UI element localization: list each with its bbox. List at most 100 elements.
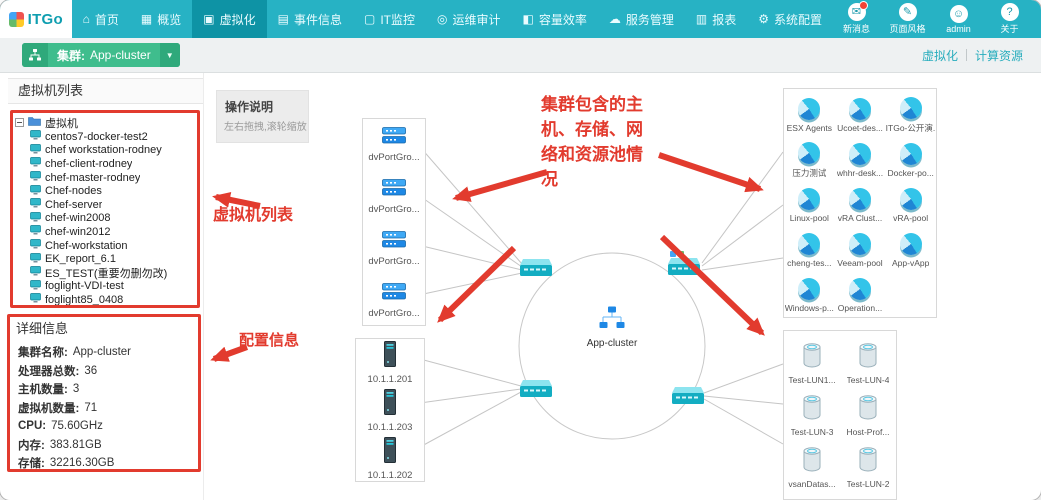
resource-pool-icon xyxy=(848,188,871,210)
nav-menu-item[interactable]: ▢ IT监控 xyxy=(353,0,426,38)
nav-item-label: IT监控 xyxy=(380,12,415,27)
resource-pool-item[interactable]: Operation... xyxy=(835,273,886,317)
nav-item-icon: ▦ xyxy=(140,12,153,26)
nav-menu-item[interactable]: ◧ 容量效率 xyxy=(511,0,597,38)
nav-item-label: 运维审计 xyxy=(452,12,501,27)
datastore-cylinder-icon xyxy=(858,342,878,373)
resource-pool-icon xyxy=(899,188,922,210)
portgroup-item[interactable]: dvPortGro... xyxy=(363,223,425,275)
detail-label: 虚拟机数量: xyxy=(18,402,80,415)
vm-tree-item[interactable]: chef-win2012 xyxy=(15,225,197,239)
nav-menu-item[interactable]: ☁ 服务管理 xyxy=(598,0,685,38)
nav-menu-item[interactable]: ⌂ 首页 xyxy=(72,0,130,38)
annotation-vm-list-label: 虚拟机列表 xyxy=(213,207,294,224)
storage-item[interactable] xyxy=(784,493,840,499)
nav-utility-button[interactable]: ✎ 页面风格 xyxy=(884,3,931,35)
resource-pool-item[interactable]: Windows-p... xyxy=(784,273,835,317)
storage-item[interactable]: Host-Prof... xyxy=(840,389,896,441)
detail-rows: 集群名称: App-cluster 处理器总数: 36 主机数量: 3 虚拟机数… xyxy=(18,343,198,473)
vm-tree-item[interactable]: centos7-docker-test2 xyxy=(15,130,197,144)
vm-icon xyxy=(30,225,41,238)
nav-utility-button[interactable]: ✉ 新消息 xyxy=(833,1,880,35)
storage-item[interactable]: Test-LUN-4 xyxy=(840,337,896,389)
datastore-label: Test-LUN-3 xyxy=(790,426,834,437)
breadcrumb-compute-resource[interactable]: 计算资源 xyxy=(974,48,1023,63)
resource-pool-label: vRA-pool xyxy=(893,213,929,223)
vm-tree-item[interactable]: foglight-VDI-test xyxy=(15,279,197,294)
vm-tree-item[interactable]: foglight85_0408 xyxy=(15,293,197,307)
resource-pool-label: Linux-pool xyxy=(789,213,829,223)
breadcrumb-virtualization[interactable]: 虚拟化 xyxy=(921,48,958,63)
detail-value: 71 xyxy=(84,401,98,414)
cluster-node-label: App-cluster xyxy=(586,338,638,349)
vm-tree-item[interactable]: Chef-workstation xyxy=(15,239,197,253)
detail-value: 3 xyxy=(72,383,80,396)
nav-item-label: 概览 xyxy=(157,12,182,27)
cluster-node[interactable]: App-cluster xyxy=(578,306,646,349)
chevron-down-icon: ▼ xyxy=(159,43,180,67)
network-switch-icon[interactable] xyxy=(518,377,554,401)
nav-utility-button[interactable]: ? 关于 xyxy=(986,3,1033,35)
vm-list-title: 虚拟机列表 xyxy=(8,78,203,104)
nav-menu-item[interactable]: ▦ 概览 xyxy=(130,0,192,38)
network-switch-icon[interactable] xyxy=(670,384,706,408)
vm-tree-item[interactable]: ES_TEST(重要勿删勿改) xyxy=(15,266,197,280)
portgroup-item[interactable]: dvPortGro... xyxy=(363,171,425,223)
storage-item[interactable]: Test-LUN1... xyxy=(784,337,840,389)
vm-tree-root[interactable]: 虚拟机 xyxy=(15,115,197,130)
nav-utility-button[interactable]: ☺ admin xyxy=(935,4,982,34)
distributed-switch-icon[interactable] xyxy=(666,251,702,279)
nav-menu-item[interactable]: ⚙ 系统配置 xyxy=(747,0,833,38)
resource-pool-item[interactable]: Docker-po... xyxy=(885,138,936,183)
storage-item[interactable]: Test-LUN-3 xyxy=(784,389,840,441)
detail-label: 内存: xyxy=(18,439,45,452)
resource-pool-item[interactable]: Linux-pool xyxy=(784,183,835,228)
network-switch-icon[interactable] xyxy=(518,256,554,280)
resource-pool-item[interactable]: ESX Agents xyxy=(784,93,835,138)
vm-tree-item[interactable]: chef-master-rodney xyxy=(15,171,197,185)
vm-tree-item[interactable]: Chef-nodes xyxy=(15,184,197,198)
vm-tree-item[interactable]: chef-win2008 xyxy=(15,212,197,226)
nav-item-label: 首页 xyxy=(94,12,119,27)
datastore-label: Test-LUN-4 xyxy=(846,374,890,385)
resource-pool-label: whhr-desk... xyxy=(836,168,884,178)
host-item[interactable]: 10.1.1.201 xyxy=(356,339,424,387)
vm-name: foglight-VDI-test xyxy=(45,280,124,293)
cluster-selector[interactable]: 集群: App-cluster ▼ xyxy=(22,43,180,67)
folder-icon xyxy=(28,116,41,129)
nav-menu-item[interactable]: ▥ 报表 xyxy=(685,0,747,38)
resource-pool-item[interactable]: Veeam-pool xyxy=(835,228,886,273)
resource-pool-label: Ucoet-des... xyxy=(837,123,883,133)
vm-icon xyxy=(30,184,41,198)
portgroup-label: dvPortGro... xyxy=(368,204,420,215)
resource-pool-item[interactable]: ITGo-公开演... xyxy=(885,93,936,138)
resource-pool-item[interactable]: App-vApp xyxy=(885,228,936,273)
portgroup-item[interactable]: dvPortGro... xyxy=(363,275,425,325)
resource-pool-item[interactable]: cheng-tes... xyxy=(784,228,835,273)
nav-menu-item[interactable]: ▣ 虚拟化 xyxy=(192,0,267,38)
nav-menu-item[interactable]: ◎ 运维审计 xyxy=(426,0,512,38)
vm-tree-item[interactable]: Chef-server xyxy=(15,198,197,212)
resource-pool-item[interactable]: vRA-pool xyxy=(885,183,936,228)
resource-pool-icon xyxy=(848,233,871,255)
host-item[interactable]: 10.1.1.203 xyxy=(356,387,424,435)
vm-tree-item[interactable]: chef-client-rodney xyxy=(15,157,197,171)
resource-pool-label: vRA Clust... xyxy=(837,213,883,223)
resource-pool-label: ITGo-公开演... xyxy=(885,123,936,133)
host-item[interactable]: 10.1.1.202 xyxy=(356,435,424,481)
portgroup-item[interactable]: dvPortGro... xyxy=(363,119,425,171)
portgroup-label: dvPortGro... xyxy=(368,152,420,163)
resource-pool-item[interactable]: Ucoet-des... xyxy=(835,93,886,138)
vm-tree-item[interactable]: chef workstation-rodney xyxy=(15,144,197,158)
vm-name: EK_report_6.1 xyxy=(45,253,116,266)
cluster-hierarchy-icon xyxy=(599,306,625,334)
storage-item[interactable]: Test-LUN-2 xyxy=(840,441,896,493)
app-logo[interactable]: ITGo xyxy=(0,0,72,38)
resource-pool-item[interactable]: whhr-desk... xyxy=(835,138,886,183)
nav-menu-item[interactable]: ▤ 事件信息 xyxy=(267,0,353,38)
resource-pool-item[interactable]: 压力测试 xyxy=(784,138,835,183)
vm-tree-item[interactable]: EK_report_6.1 xyxy=(15,252,197,266)
storage-item[interactable]: vsanDatas... xyxy=(784,441,840,493)
resource-pool-item[interactable]: vRA Clust... xyxy=(835,183,886,228)
tree-collapse-icon[interactable] xyxy=(15,118,24,127)
